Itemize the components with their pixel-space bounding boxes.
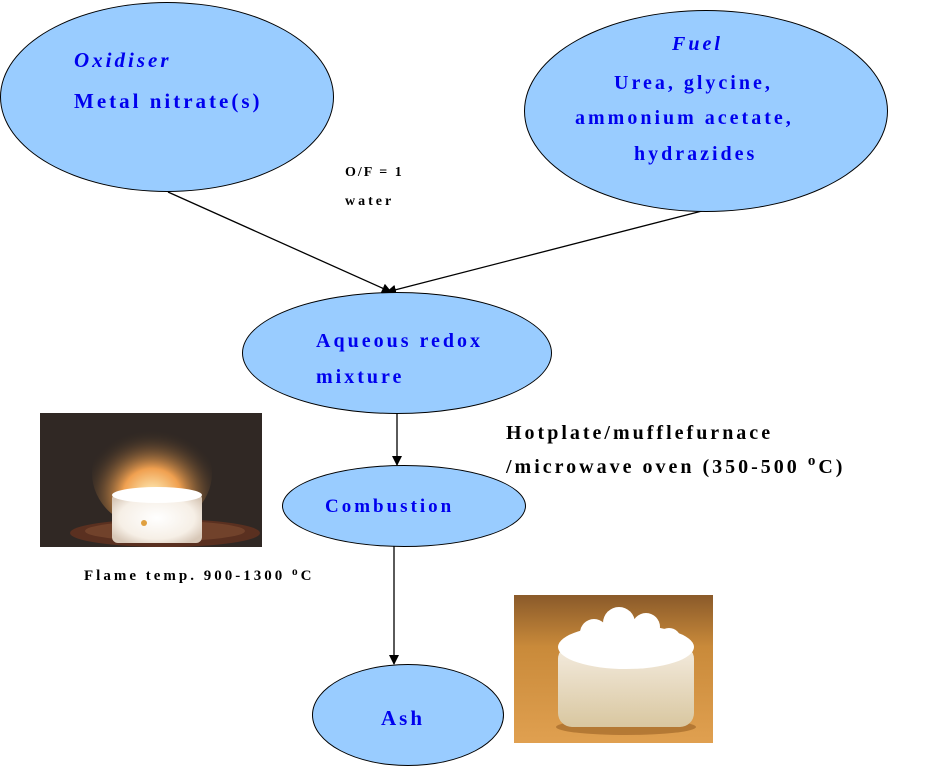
flame-temp-unit: C <box>300 568 315 584</box>
combustion-flame-photo <box>40 413 262 547</box>
ash-label: Ash <box>381 706 426 730</box>
fuel-line3: hydrazides <box>634 143 758 165</box>
fuel-line1: Urea, glycine, <box>614 72 773 94</box>
flame-image-icon <box>40 413 262 547</box>
heating-range-text: /microwave oven (350-500 <box>506 456 800 478</box>
ratio-label: O/F = 1 <box>345 165 404 180</box>
mixture-node <box>242 292 552 414</box>
combustion-label: Combustion <box>325 496 455 517</box>
heating-label-line2: /microwave oven (350-500 oC) <box>506 453 846 479</box>
mixture-line2: mixture <box>316 366 405 388</box>
mixture-line1: Aqueous redox <box>316 330 483 352</box>
ash-image-icon <box>514 595 713 743</box>
solvent-label: water <box>345 194 395 209</box>
ash-powder-photo <box>514 595 713 743</box>
arrow-fuel-to-mixture <box>386 210 703 295</box>
degree-symbol: o <box>807 453 819 469</box>
flame-temp-text: Flame temp. 900-1300 <box>84 568 286 584</box>
oxidiser-line1: Metal nitrate(s) <box>74 89 263 113</box>
oxidiser-title: Oxidiser <box>74 48 172 72</box>
heating-unit: C) <box>818 456 846 478</box>
fuel-line2: ammonium acetate, <box>575 107 794 129</box>
oxidiser-node <box>0 2 334 192</box>
heating-label-line1: Hotplate/mufflefurnace <box>506 422 774 444</box>
ash-node <box>312 664 504 766</box>
combustion-node <box>282 465 526 547</box>
degree-symbol: o <box>291 565 301 578</box>
fuel-title: Fuel <box>672 33 723 55</box>
flame-temp-label: Flame temp. 900-1300 oC <box>84 565 315 585</box>
fuel-node <box>524 10 888 212</box>
